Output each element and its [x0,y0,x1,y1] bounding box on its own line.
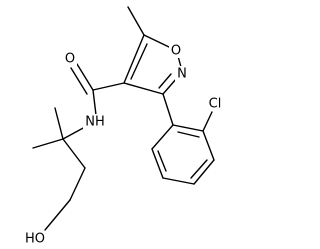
bond-aryl-chlorine [202,111,213,132]
bond-aryl-4-5 [162,177,195,185]
bond-c4-c5 [123,34,145,84]
bond-c3-c4 [123,82,164,95]
label-background-carbonyl-oxygen [63,51,77,66]
bond-ch2-ch2 [69,167,86,201]
bonds [32,6,215,231]
bond-ch2-ho [44,199,71,231]
bond-aryl-6-1 [151,124,174,150]
ring-oxygen-label: O [171,44,181,59]
hydroxyl-label: HO [25,232,45,247]
bond-quaternary-ch2 [62,138,86,169]
bond-nh-quaternary-carbon [62,126,86,140]
bond-aryl-5-6-inner [157,150,167,172]
label-background-ring-nitrogen [175,66,190,81]
chemical-structure-diagram: O O N NH Cl HO [23,6,226,247]
bond-n2-c3-double [158,73,172,89]
label-background-ring-oxygen [169,43,184,58]
bond-aryl-3-4-inner [190,159,208,179]
bond-aryl-1-2-inner [177,131,200,138]
atom-labels: O O N NH Cl HO [23,43,226,247]
bond-aryl-2-3 [202,130,215,161]
label-background-amide-nitrogen [83,114,108,130]
bond-c5-o1 [143,34,170,48]
amide-nitrogen-label: NH [85,115,105,130]
ring-nitrogen-label: N [177,67,187,82]
bond-aryl-3-4 [193,159,215,185]
bond-methyl-c5 [127,6,145,36]
label-background-hydroxyl [23,231,47,246]
chlorine-label: Cl [209,97,222,112]
bond-aryl-1-2 [172,124,204,132]
bond-c4-c5-double [130,43,148,80]
bond-c3-aryl [162,93,174,126]
bond-carbonyl-oxygen [76,63,94,91]
bond-carbonyl-nh [92,89,97,116]
bond-c4-carbonyl [92,82,125,91]
bond-quaternary-methyl-up [54,107,64,140]
carbonyl-oxygen-label: O [65,52,75,67]
bond-quaternary-methyl-left [32,138,64,149]
bond-n2-c3 [162,77,178,95]
label-background-chlorine [204,96,226,111]
bond-aryl-5-6 [151,148,164,179]
bond-carbonyl-oxygen-double [70,67,88,95]
